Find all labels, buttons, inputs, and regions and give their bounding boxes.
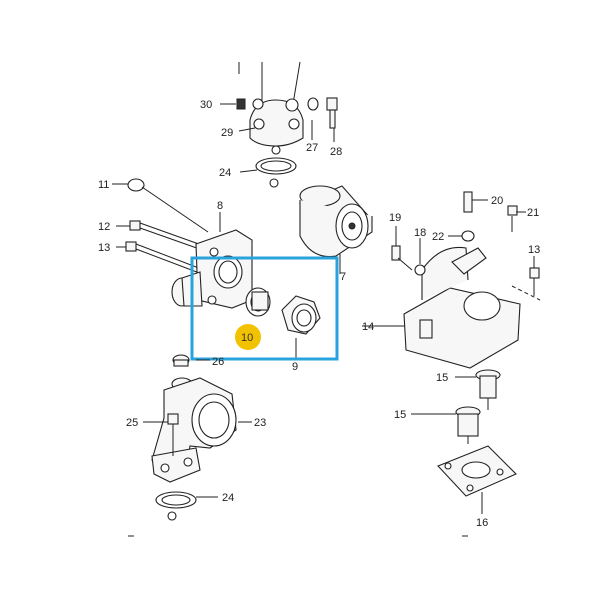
highlight-badge[interactable] (235, 324, 261, 350)
right-small-parts (391, 191, 540, 296)
callout-20: 20 (491, 195, 503, 207)
callout-10: 10 (241, 332, 253, 344)
callout-11: 11 (98, 179, 109, 191)
callout-22: 22 (432, 231, 444, 243)
callout-14: 14 (362, 321, 374, 333)
thermostat-parts (245, 287, 321, 358)
top-flange-assembly (220, 61, 338, 188)
selection-box[interactable] (190, 256, 339, 361)
lower-elbow (128, 354, 252, 537)
thermostats-15 (411, 369, 501, 444)
oil-filter-7 (299, 185, 373, 274)
callout-24-top: 24 (219, 167, 231, 179)
callout-7: 7 (340, 271, 346, 283)
callout-8: 8 (217, 200, 223, 212)
callout-19: 19 (389, 212, 401, 224)
callout-27: 27 (306, 142, 318, 154)
callout-15-lower: 15 (394, 409, 406, 421)
callout-23: 23 (254, 417, 266, 429)
callout-29: 29 (221, 127, 233, 139)
callout-9: 9 (292, 361, 298, 373)
callout-30: 30 (200, 99, 212, 111)
callout-28: 28 (330, 146, 342, 158)
callout-15-upper: 15 (436, 372, 448, 384)
callout-21: 21 (527, 207, 539, 219)
callout-26: 26 (212, 356, 224, 368)
callout-24-bottom: 24 (222, 492, 234, 504)
right-housing-14 (362, 246, 541, 369)
callout-13-right: 13 (528, 244, 540, 256)
callout-16: 16 (476, 517, 488, 529)
callout-13-left: 13 (98, 242, 110, 254)
callout-12: 12 (98, 221, 110, 233)
callout-25: 25 (126, 417, 138, 429)
gasket-16 (437, 445, 517, 537)
callout-18: 18 (414, 227, 426, 239)
housing-8 (171, 212, 253, 309)
